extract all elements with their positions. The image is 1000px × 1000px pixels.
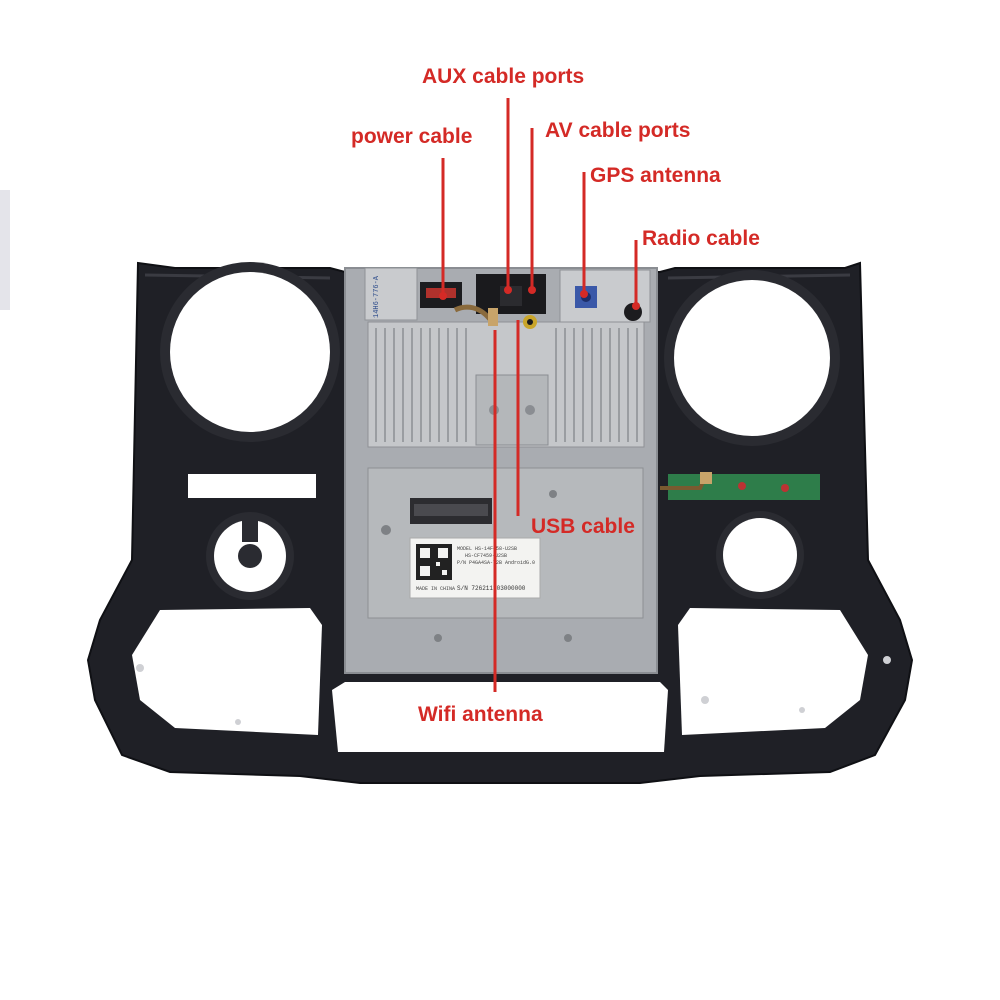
- sticker-made: MADE IN CHINA: [416, 586, 455, 592]
- callout-power-cable: power cable: [351, 125, 473, 148]
- right-small-opening: [716, 511, 804, 599]
- sticker-model: MODEL HS-14F458-U2SB: [457, 546, 517, 552]
- callout-wifi-antenna: Wifi antenna: [418, 703, 543, 726]
- edge-mark: [0, 190, 10, 310]
- callout-av-cable-ports: AV cable ports: [545, 119, 691, 142]
- callout-usb-cable: USB cable: [531, 515, 635, 538]
- callout-aux-cable-ports: AUX cable ports: [422, 65, 585, 88]
- aux-av-connector-block: [476, 274, 546, 329]
- lower-center-window: [332, 682, 668, 752]
- lower-right-window: [678, 608, 868, 735]
- sticker-line2: HS-CF7459-U2SB: [465, 553, 507, 559]
- callout-dots: [439, 286, 640, 310]
- callout-radio-cable: Radio cable: [642, 227, 760, 250]
- heat-sink-plate: [475, 374, 549, 446]
- callout-gps-antenna: GPS antenna: [590, 164, 721, 187]
- left-keyhole-opening: [206, 512, 294, 600]
- heat-sink-screw: [525, 405, 535, 415]
- lower-left-window: [132, 608, 322, 735]
- frame-screw-holes: [136, 656, 891, 725]
- right-vent-opening: [664, 270, 840, 446]
- wifi-antenna-cable: [453, 304, 498, 326]
- bracket-label: 14H6-776-A: [373, 275, 381, 318]
- heat-sink-fins: [375, 328, 638, 442]
- product-sticker: MODEL HS-14F458-U2SB HS-CF7459-U2SB P/N …: [409, 537, 541, 599]
- sticker-sn: S/N 726211103000000: [457, 585, 526, 592]
- left-slot-opening: [188, 474, 316, 498]
- side-circuit-board: [660, 472, 820, 500]
- left-vent-opening: [160, 262, 340, 442]
- callout-leaders: [441, 98, 638, 692]
